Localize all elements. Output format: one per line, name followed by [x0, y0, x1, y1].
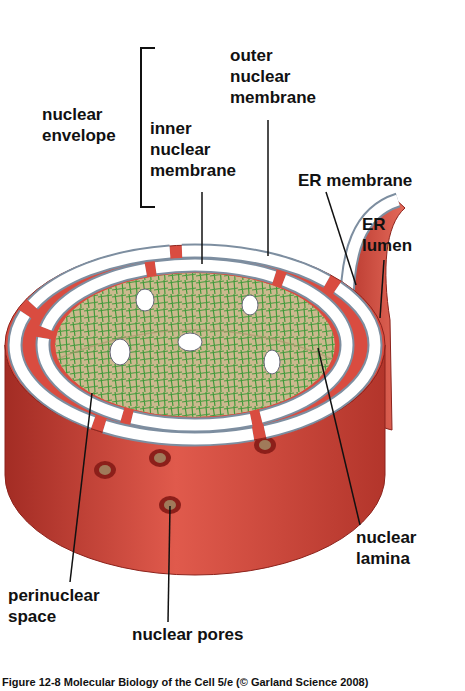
part-label: perinuclear space [8, 585, 133, 627]
envelope-top-face [5, 245, 385, 445]
nucleoplasm [55, 273, 335, 417]
part-label: nuclear pores [132, 624, 244, 645]
leader-line [318, 348, 360, 525]
leader-line [201, 192, 203, 264]
part-label: nuclear envelope [42, 104, 137, 146]
lamina-pore [178, 333, 202, 351]
lamina-pore [136, 289, 154, 311]
nucleus-interior [55, 273, 335, 417]
outer-membrane-edge [15, 251, 375, 439]
outer-membrane-band [15, 251, 375, 439]
wall-pore [149, 449, 171, 467]
leader-line [70, 393, 92, 582]
lamina-pore [264, 350, 280, 374]
wall-pore-core [154, 453, 166, 463]
inner-membrane-edge [43, 265, 347, 425]
wall-pores [94, 436, 276, 514]
interior-shading [55, 330, 335, 360]
part-label: ER membrane [298, 170, 412, 191]
part-label: inner nuclear membrane [150, 118, 245, 181]
part-label: outer nuclear membrane [230, 45, 325, 108]
lamina-mesh [55, 273, 335, 417]
leader-line [168, 506, 170, 622]
wall-pore [94, 461, 116, 479]
leader-line [326, 192, 356, 285]
part-label: ER lumen [362, 214, 422, 256]
leader-line [380, 260, 384, 318]
part-label: nuclear lamina [356, 527, 441, 569]
wall-pore-core [259, 440, 271, 450]
lamina-pore [110, 339, 130, 365]
leader-line [267, 120, 269, 256]
inner-membrane-band [43, 265, 347, 425]
lamina-pore [242, 295, 258, 315]
figure-caption: Figure 12-8 Molecular Biology of the Cel… [2, 676, 368, 689]
wall-pore-core [99, 465, 111, 475]
